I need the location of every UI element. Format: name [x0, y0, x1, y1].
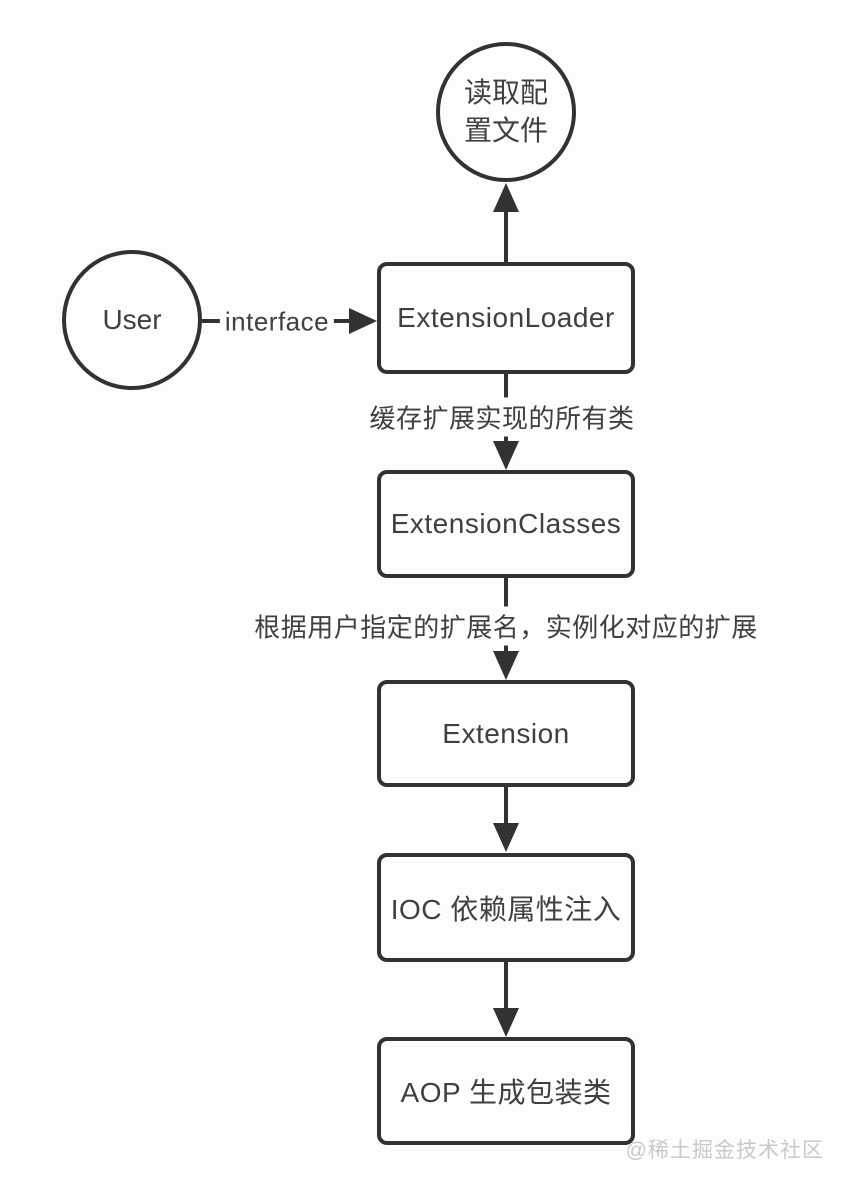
edge-ioc-to-aop-arrowhead — [493, 1008, 519, 1037]
edge-label-interface: interface — [219, 305, 335, 339]
node-extension-classes-label: ExtensionClasses — [390, 508, 622, 539]
edge-label-cache-extension-classes: 缓存扩展实现的所有类 — [364, 397, 640, 437]
edge-loader-to-config-arrowhead — [493, 183, 519, 212]
edge-label-instantiate-extension: 根据用户指定的扩展名，实例化对应的扩展 — [249, 606, 763, 646]
node-user-label: User — [102, 304, 162, 336]
edge-user-to-loader-arrowhead — [349, 308, 377, 334]
node-read-config-label-line2: 置文件 — [463, 115, 548, 146]
node-extension-loader: ExtensionLoader — [377, 262, 635, 374]
node-user: User — [62, 250, 202, 390]
node-read-config-label-line1: 读取配 — [463, 77, 548, 109]
node-aop-wrapper: AOP 生成包装类 — [377, 1037, 635, 1145]
node-extension-label: Extension — [442, 717, 570, 749]
edge-loader-to-classes-arrowhead — [493, 441, 519, 470]
node-read-config-file: 读取配 置文件 — [436, 42, 576, 182]
edge-extension-to-ioc-arrowhead — [493, 823, 519, 852]
node-extension: Extension — [377, 680, 635, 787]
node-aop-wrapper-label: AOP 生成包装类 — [400, 1077, 612, 1108]
node-extension-classes: ExtensionClasses — [377, 470, 635, 578]
node-extension-loader-label: ExtensionLoader — [397, 302, 615, 333]
watermark-juejin-community: @稀土掘金技术社区 — [625, 1139, 824, 1162]
node-ioc-injection-label: IOC 依赖属性注入 — [390, 893, 622, 925]
edge-classes-to-extension-arrowhead — [493, 651, 519, 680]
node-ioc-injection: IOC 依赖属性注入 — [377, 853, 635, 962]
